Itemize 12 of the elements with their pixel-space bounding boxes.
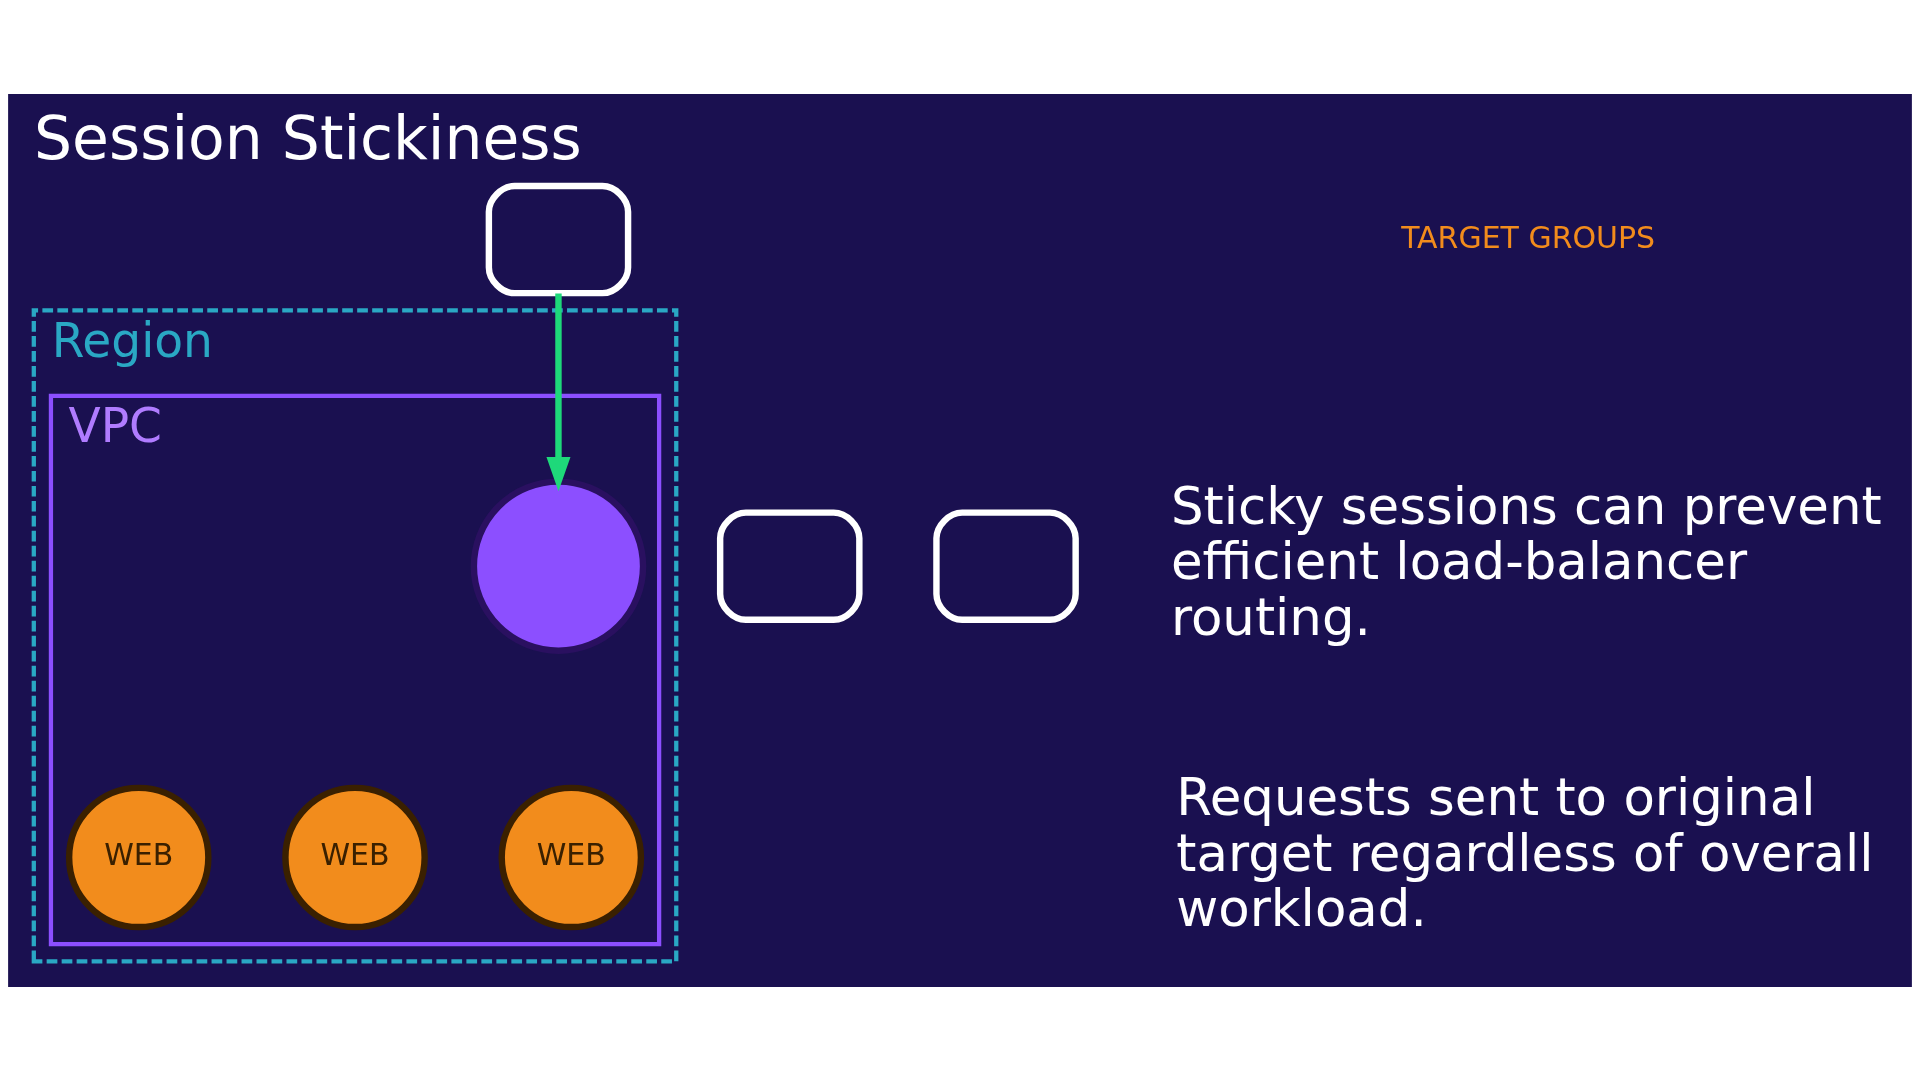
label: TARGET GROUPS (1401, 219, 1656, 255)
node-computer (933, 508, 1079, 623)
node-computer (716, 508, 863, 623)
node-computer (485, 182, 632, 296)
label: Requests sent to original target regardless of overall workload. (1176, 766, 1874, 938)
node-circle: WEB (282, 784, 428, 930)
node-circle: WEB (65, 784, 212, 930)
node-circle: WEB (498, 784, 645, 930)
label: Sticky sessions can prevent efficient load-balancer routing. (1170, 475, 1882, 647)
node-circle (470, 477, 647, 654)
diagram-title: Session Stickiness (34, 102, 582, 173)
arrow (546, 293, 571, 491)
